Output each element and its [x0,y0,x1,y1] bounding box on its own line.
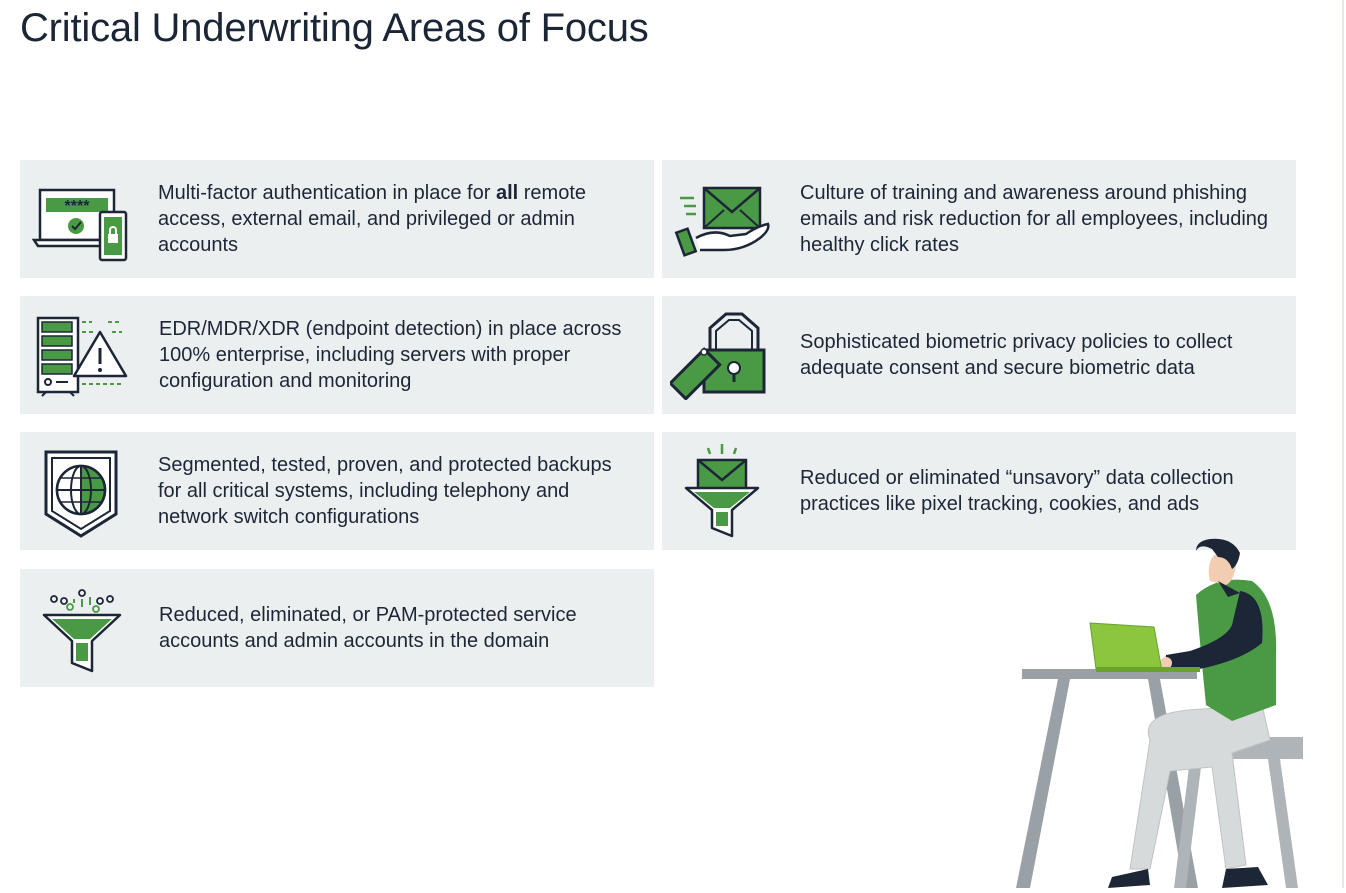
envelope-funnel-icon [682,442,762,543]
page-edge-rule [1342,0,1344,888]
person-with-laptop-illustration [1000,535,1310,893]
focus-card-pam: Reduced, eliminated, or PAM-protected se… [20,569,654,687]
focus-card-biometric: Sophisticated biometric privacy policies… [662,296,1296,414]
globe-shield-icon [42,448,120,545]
focus-card-text: Reduced or eliminated “unsavory” data co… [800,467,1234,515]
focus-card-text: EDR/MDR/XDR (endpoint detection) in plac… [159,318,622,392]
laptop-phone-password-icon: **** [31,182,132,269]
focus-card-text: Segmented, tested, proven, and protected… [158,454,612,528]
focus-card-data-collection: Reduced or eliminated “unsavory” data co… [662,432,1296,550]
focus-card-mfa: **** Multi-factor authentication in plac… [20,160,654,278]
filter-funnel-icon [42,587,122,682]
server-warning-icon [34,314,134,403]
focus-card-text: Multi-factor authentication in place for… [158,182,587,256]
focus-card-backups: Segmented, tested, proven, and protected… [20,432,654,550]
password-mask: **** [65,198,91,215]
hand-envelope-icon [674,184,774,263]
focus-card-text: Sophisticated biometric privacy policies… [800,331,1233,379]
focus-card-text: Culture of training and awareness around… [800,182,1269,256]
page-title: Critical Underwriting Areas of Focus [20,6,649,50]
padlock-tag-icon [668,310,770,405]
focus-card-text: Reduced, eliminated, or PAM-protected se… [159,604,577,652]
focus-card-phishing: Culture of training and awareness around… [662,160,1296,278]
focus-card-edr: EDR/MDR/XDR (endpoint detection) in plac… [20,296,654,414]
